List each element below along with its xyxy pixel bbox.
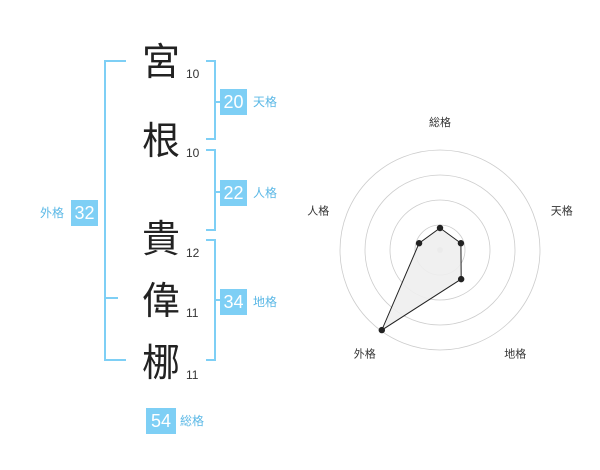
radar-grid-ring-4	[339, 149, 541, 351]
gaikaku-badge: 32	[71, 200, 98, 226]
gaikaku-tick-bottom	[104, 297, 118, 299]
radar-point-1	[436, 224, 444, 232]
soukaku-badge: 54	[146, 408, 176, 434]
gaikaku-label: 外格	[40, 206, 65, 220]
radar-points	[378, 224, 465, 334]
jinkaku-tick	[216, 191, 220, 193]
radar-grid-ring-2	[389, 199, 491, 301]
gaikaku-bracket	[104, 60, 126, 361]
stroke-count-3: 12	[186, 246, 200, 260]
name-char-4: 偉	[142, 279, 181, 323]
radar-point-4	[378, 326, 386, 334]
radar-polygon	[380, 227, 462, 332]
name-char-5: 梛	[142, 341, 181, 385]
chikaku-bracket	[206, 239, 216, 361]
tenkaku-bracket	[206, 60, 216, 140]
radar-axis-label-4: 外格	[354, 347, 376, 361]
chikaku-badge: 34	[220, 289, 247, 315]
chikaku-label: 地格	[253, 295, 278, 309]
stroke-count-2: 10	[186, 146, 200, 160]
radar-grid-ring-3	[364, 174, 516, 326]
tenkaku-tick	[216, 101, 220, 103]
radar-point-3	[457, 275, 465, 283]
soukaku-label: 総格	[180, 414, 205, 428]
name-char-1: 宮	[142, 40, 181, 84]
tenkaku-label: 天格	[253, 95, 278, 109]
radar-axis-label-5: 人格	[307, 203, 329, 217]
radar-point-2	[457, 240, 465, 247]
radar-point-5	[415, 240, 423, 247]
stroke-count-1: 10	[186, 67, 200, 81]
chikaku-tick	[216, 299, 220, 301]
name-char-3: 貴	[142, 217, 181, 261]
name-char-2: 根	[142, 119, 181, 163]
jinkaku-bracket	[206, 149, 216, 231]
radar-axis-label-1: 総格	[429, 115, 451, 129]
radar-axis-label-2: 天格	[551, 203, 573, 217]
stroke-count-4: 11	[186, 306, 199, 320]
jinkaku-badge: 22	[220, 180, 247, 206]
radar-axis-label-3: 地格	[504, 347, 526, 361]
jinkaku-label: 人格	[253, 186, 278, 200]
tenkaku-badge: 20	[220, 89, 247, 115]
stroke-count-5: 11	[186, 368, 199, 382]
